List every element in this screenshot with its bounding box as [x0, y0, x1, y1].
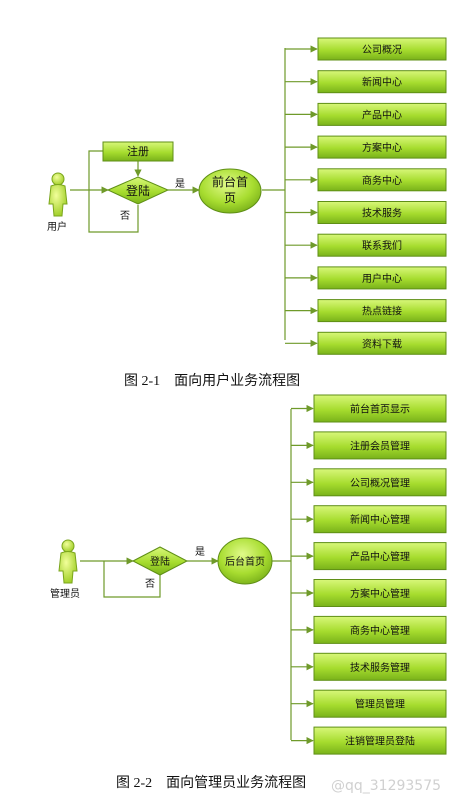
d1-module-box: [317, 102, 447, 126]
d2-module-label: 产品中心管理: [350, 550, 410, 563]
d2-module-item: 方案中心管理: [291, 579, 447, 607]
d2-module-label: 方案中心管理: [350, 587, 410, 600]
login-decision: 登陆: [106, 176, 170, 205]
d2-module-item: 技术服务管理: [291, 652, 447, 681]
d2-module-item: 注册会员管理: [291, 431, 447, 460]
d2-module-box: [313, 542, 447, 571]
register-box: 注册: [102, 141, 174, 162]
admin-no-label: 否: [145, 578, 155, 590]
d1-module-item: 用户中心: [285, 266, 447, 290]
d2-module-box: [313, 579, 447, 607]
admin-login-decision: 登陆: [131, 546, 189, 576]
d2-module-item: 商务中心管理: [291, 615, 447, 644]
d1-module-box: [317, 135, 447, 159]
d1-module-box: [317, 168, 447, 192]
d1-module-box: [317, 299, 447, 323]
d1-module-item: 技术服务: [285, 201, 447, 224]
d1-module-item: 方案中心: [285, 135, 447, 159]
d1-module-box: [317, 331, 447, 355]
d1-module-item: 联系我们: [285, 233, 447, 257]
d2-module-box: [313, 468, 447, 497]
d2-module-list: 前台首页显示注册会员管理公司概况管理新闻中心管理产品中心管理方案中心管理商务中心…: [291, 394, 447, 755]
d2-module-item: 注销管理员登陆: [291, 726, 447, 755]
d1-module-box: [317, 70, 447, 94]
d1-module-label: 新闻中心: [362, 76, 402, 89]
d2-module-label: 注销管理员登陆: [345, 735, 415, 748]
d1-module-label: 技术服务: [362, 207, 402, 220]
yes-label: 是: [175, 178, 185, 190]
d2-module-box: [313, 505, 447, 534]
d2-module-label: 新闻中心管理: [350, 513, 410, 526]
d1-module-label: 资料下载: [362, 337, 402, 350]
d2-module-label: 管理员管理: [355, 698, 405, 711]
user-actor-icon: [48, 172, 68, 217]
d1-module-label: 商务中心: [362, 174, 402, 187]
d1-module-item: 商务中心: [285, 168, 447, 192]
d2-module-item: 管理员管理: [291, 689, 447, 718]
admin-actor-icon: [58, 539, 78, 584]
d1-module-label: 联系我们: [362, 239, 402, 252]
frontend-home-hub: 前台首 页: [198, 168, 262, 214]
d1-module-box: [317, 201, 447, 224]
d1-module-item: 热点链接: [285, 299, 447, 323]
d2-module-box: [313, 652, 447, 681]
user-actor-label: 用户: [47, 220, 67, 233]
hub-label-line1: 前台首: [212, 174, 248, 189]
d2-module-box: [313, 394, 447, 423]
diagram-admin-flow: 管理员 登陆 是 否 后台首页 前台首页显示注册会员管理公司概况管理新闻中心管理…: [50, 394, 447, 791]
hub-label-line2: 页: [224, 191, 236, 205]
d1-module-box: [317, 233, 447, 257]
d2-module-box: [313, 615, 447, 644]
d2-module-item: 前台首页显示: [291, 394, 447, 423]
d1-connectors: [70, 48, 286, 340]
d1-module-label: 公司概况: [362, 43, 402, 56]
d1-module-label: 用户中心: [362, 272, 402, 285]
d2-module-label: 技术服务管理: [350, 661, 410, 674]
d1-module-item: 产品中心: [285, 102, 447, 126]
register-label: 注册: [127, 144, 149, 158]
d2-module-box: [313, 726, 447, 755]
d2-module-box: [313, 431, 447, 460]
admin-actor-label: 管理员: [50, 587, 80, 600]
d1-module-item: 新闻中心: [285, 70, 447, 94]
d2-module-item: 公司概况管理: [291, 468, 447, 497]
admin-yes-label: 是: [195, 546, 205, 558]
d1-module-item: 资料下载: [285, 331, 447, 355]
d1-module-label: 热点链接: [362, 305, 402, 318]
d2-connectors: [80, 409, 292, 740]
figure-caption-2: 图 2-2 面向管理员业务流程图: [116, 775, 306, 791]
backend-hub-label: 后台首页: [225, 555, 265, 568]
d1-module-label: 产品中心: [362, 108, 402, 121]
d1-module-box: [317, 266, 447, 290]
d2-module-label: 商务中心管理: [350, 624, 410, 637]
d1-module-label: 方案中心: [362, 141, 402, 154]
d2-module-item: 新闻中心管理: [291, 505, 447, 534]
no-label: 否: [120, 210, 130, 222]
backend-home-hub: 后台首页: [217, 537, 273, 585]
d2-module-label: 前台首页显示: [350, 403, 410, 416]
d2-module-label: 注册会员管理: [350, 439, 410, 452]
d2-module-label: 公司概况管理: [350, 476, 410, 489]
d2-module-item: 产品中心管理: [291, 542, 447, 571]
admin-login-label: 登陆: [150, 555, 170, 568]
figure-caption-1: 图 2-1 面向用户业务流程图: [124, 372, 300, 389]
watermark: @qq_31293575: [331, 778, 441, 794]
d2-module-box: [313, 689, 447, 718]
d1-module-box: [317, 37, 447, 61]
d1-module-item: 公司概况: [285, 37, 447, 61]
login-decision-label: 登陆: [126, 183, 150, 198]
